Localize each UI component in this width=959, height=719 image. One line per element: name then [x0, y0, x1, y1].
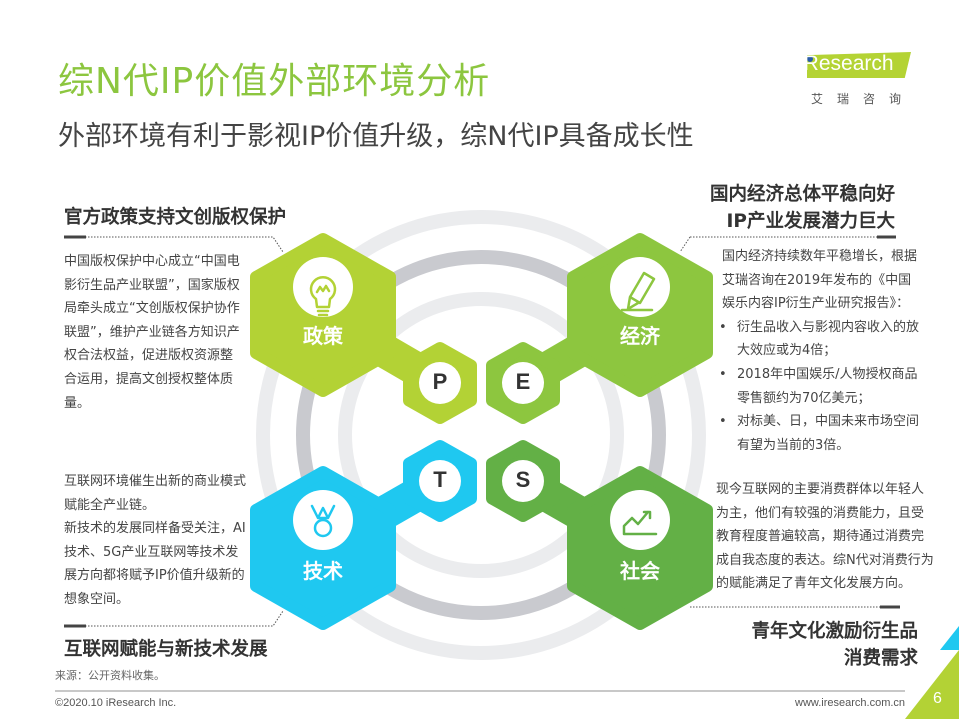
economy-letter-circle: [502, 362, 544, 404]
technology-text-2: 新技术的发展同样备受关注，AI技术、5G产业互联网等技术发展方向都将赋予IP价值…: [64, 521, 246, 607]
policy-heading: 官方政策支持文创版权保护: [64, 207, 287, 228]
society-label: 社会: [620, 559, 660, 583]
technology-label: 技术: [303, 559, 343, 583]
page-title: 综N代IP价值外部环境分析: [58, 61, 491, 102]
logo-cn: 艾瑞咨询: [811, 92, 916, 106]
policy-body: 中国版权保护中心成立“中国电影衍生品产业联盟”，国家版权局牵头成立“文创版权保护…: [64, 250, 242, 415]
economy-bullet: 衍生品收入与影视内容收入的放大效应或为4倍；: [717, 316, 922, 363]
economy-icon-circle: [610, 257, 670, 317]
technology-leader: [85, 610, 284, 627]
page-number: 6: [933, 690, 942, 707]
technology-letter-circle: [419, 460, 461, 502]
society-letter-circle: [502, 460, 544, 502]
economy-heading-line1: 国内经济总体平稳向好: [709, 184, 895, 205]
policy-text: 中国版权保护中心成立“中国电影衍生品产业联盟”，国家版权局牵头成立“文创版权保护…: [64, 254, 240, 411]
source-note: 来源：公开资料收集。: [55, 669, 165, 682]
economy-intro: 国内经济持续数年平稳增长，根据艾瑞咨询在2019年发布的《中国娱乐内容IP衍生产…: [722, 249, 918, 312]
pencil-icon: [620, 271, 656, 312]
medal-disc-icon: [313, 518, 333, 538]
society-heading-line2: 消费需求: [843, 648, 918, 669]
growth-chart-icon: [622, 510, 658, 536]
page-subtitle: 外部环境有利于影视IP价值升级，综N代IP具备成长性: [58, 121, 694, 152]
logo-text: iResearch: [799, 52, 894, 75]
economy-bullet: 对标美、日，中国未来市场空间有望为当前的3倍。: [717, 410, 922, 457]
economy-leader-diag: [679, 236, 691, 253]
society-body: 现今互联网的主要消费群体以年轻人为主，他们有较强的消费能力，且受教育程度普遍较高…: [716, 478, 936, 596]
economy-bullet: 2018年中国娱乐/人物授权商品零售额约为70亿美元；: [717, 363, 922, 410]
footer-divider: [55, 690, 905, 692]
technology-body: 互联网环境催生出新的商业模式赋能全产业链。 新技术的发展同样备受关注，AI技术、…: [64, 470, 250, 612]
copyright: ©2020.10 iResearch Inc.: [55, 697, 177, 709]
lightbulb-icon: [309, 276, 337, 317]
corner-green: [905, 650, 959, 719]
letter-t: T: [433, 467, 447, 492]
ring-inner: [338, 292, 624, 578]
policy-icon-circle: [293, 257, 353, 317]
technology-heading: 互联网赋能与新技术发展: [64, 639, 268, 660]
policy-label: 政策: [303, 324, 343, 348]
economy-body: 国内经济持续数年平稳增长，根据艾瑞咨询在2019年发布的《中国娱乐内容IP衍生产…: [719, 245, 922, 457]
medal-icon: [310, 504, 336, 520]
ring-middle: [296, 250, 666, 620]
technology-text-1: 互联网环境催生出新的商业模式赋能全产业链。: [64, 474, 247, 513]
society-heading: 青年文化激励衍生品 消费需求: [700, 618, 918, 672]
policy-letter-circle: [419, 362, 461, 404]
economy-heading-line2: IP产业发展潜力巨大: [726, 211, 895, 232]
letter-p: P: [432, 369, 448, 394]
letter-s: S: [515, 467, 531, 492]
society-heading-line1: 青年文化激励衍生品: [751, 621, 918, 642]
economy-heading: 国内经济总体平稳向好 IP产业发展潜力巨大: [683, 181, 895, 235]
iresearch-logo: iResearch 艾瑞咨询: [793, 50, 913, 110]
society-text: 现今互联网的主要消费群体以年轻人为主，他们有较强的消费能力，且受教育程度普遍较高…: [716, 482, 934, 592]
letter-e: E: [515, 369, 531, 394]
economy-label: 经济: [620, 324, 660, 348]
corner-blue: [940, 626, 959, 650]
ring-outer: [256, 210, 706, 660]
website-link[interactable]: www.iresearch.com.cn: [795, 697, 906, 709]
